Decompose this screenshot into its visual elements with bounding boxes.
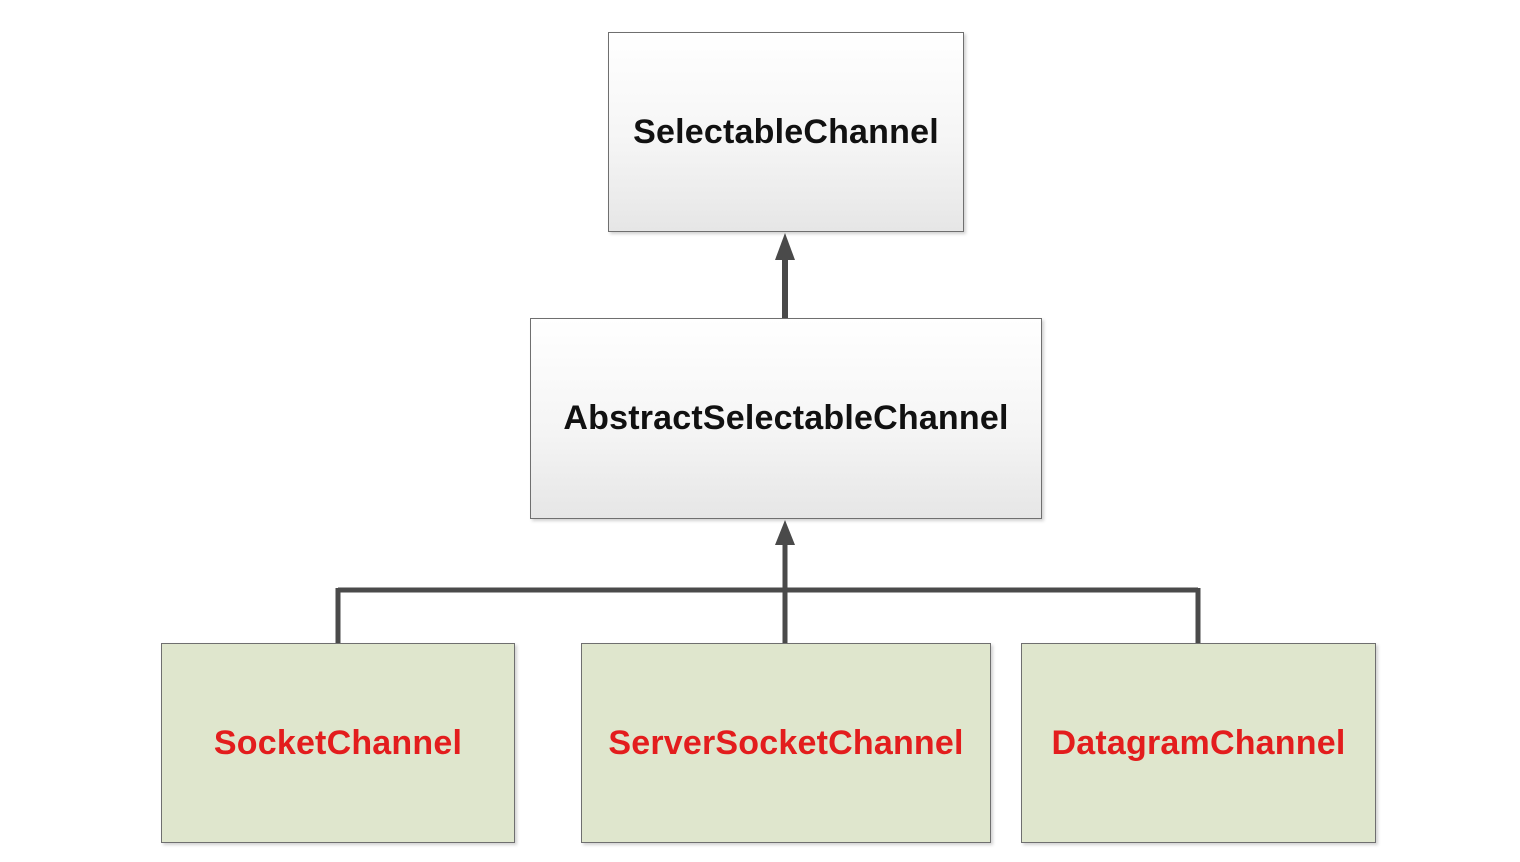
node-label: SocketChannel [213,723,463,762]
node-socket-channel: SocketChannel [161,643,515,843]
node-label: SelectableChannel [633,112,939,151]
node-label: ServerSocketChannel [608,723,964,762]
arrowhead-to-selectable [775,233,795,260]
node-abstract-selectable-channel: AbstractSelectableChannel [530,318,1042,519]
node-label: AbstractSelectableChannel [563,399,1009,437]
node-datagram-channel: DatagramChannel [1021,643,1376,843]
node-selectable-channel: SelectableChannel [608,32,964,232]
node-label: DatagramChannel [1051,723,1346,762]
node-server-socket-channel: ServerSocketChannel [581,643,991,843]
arrowhead-to-abstract [775,520,795,545]
